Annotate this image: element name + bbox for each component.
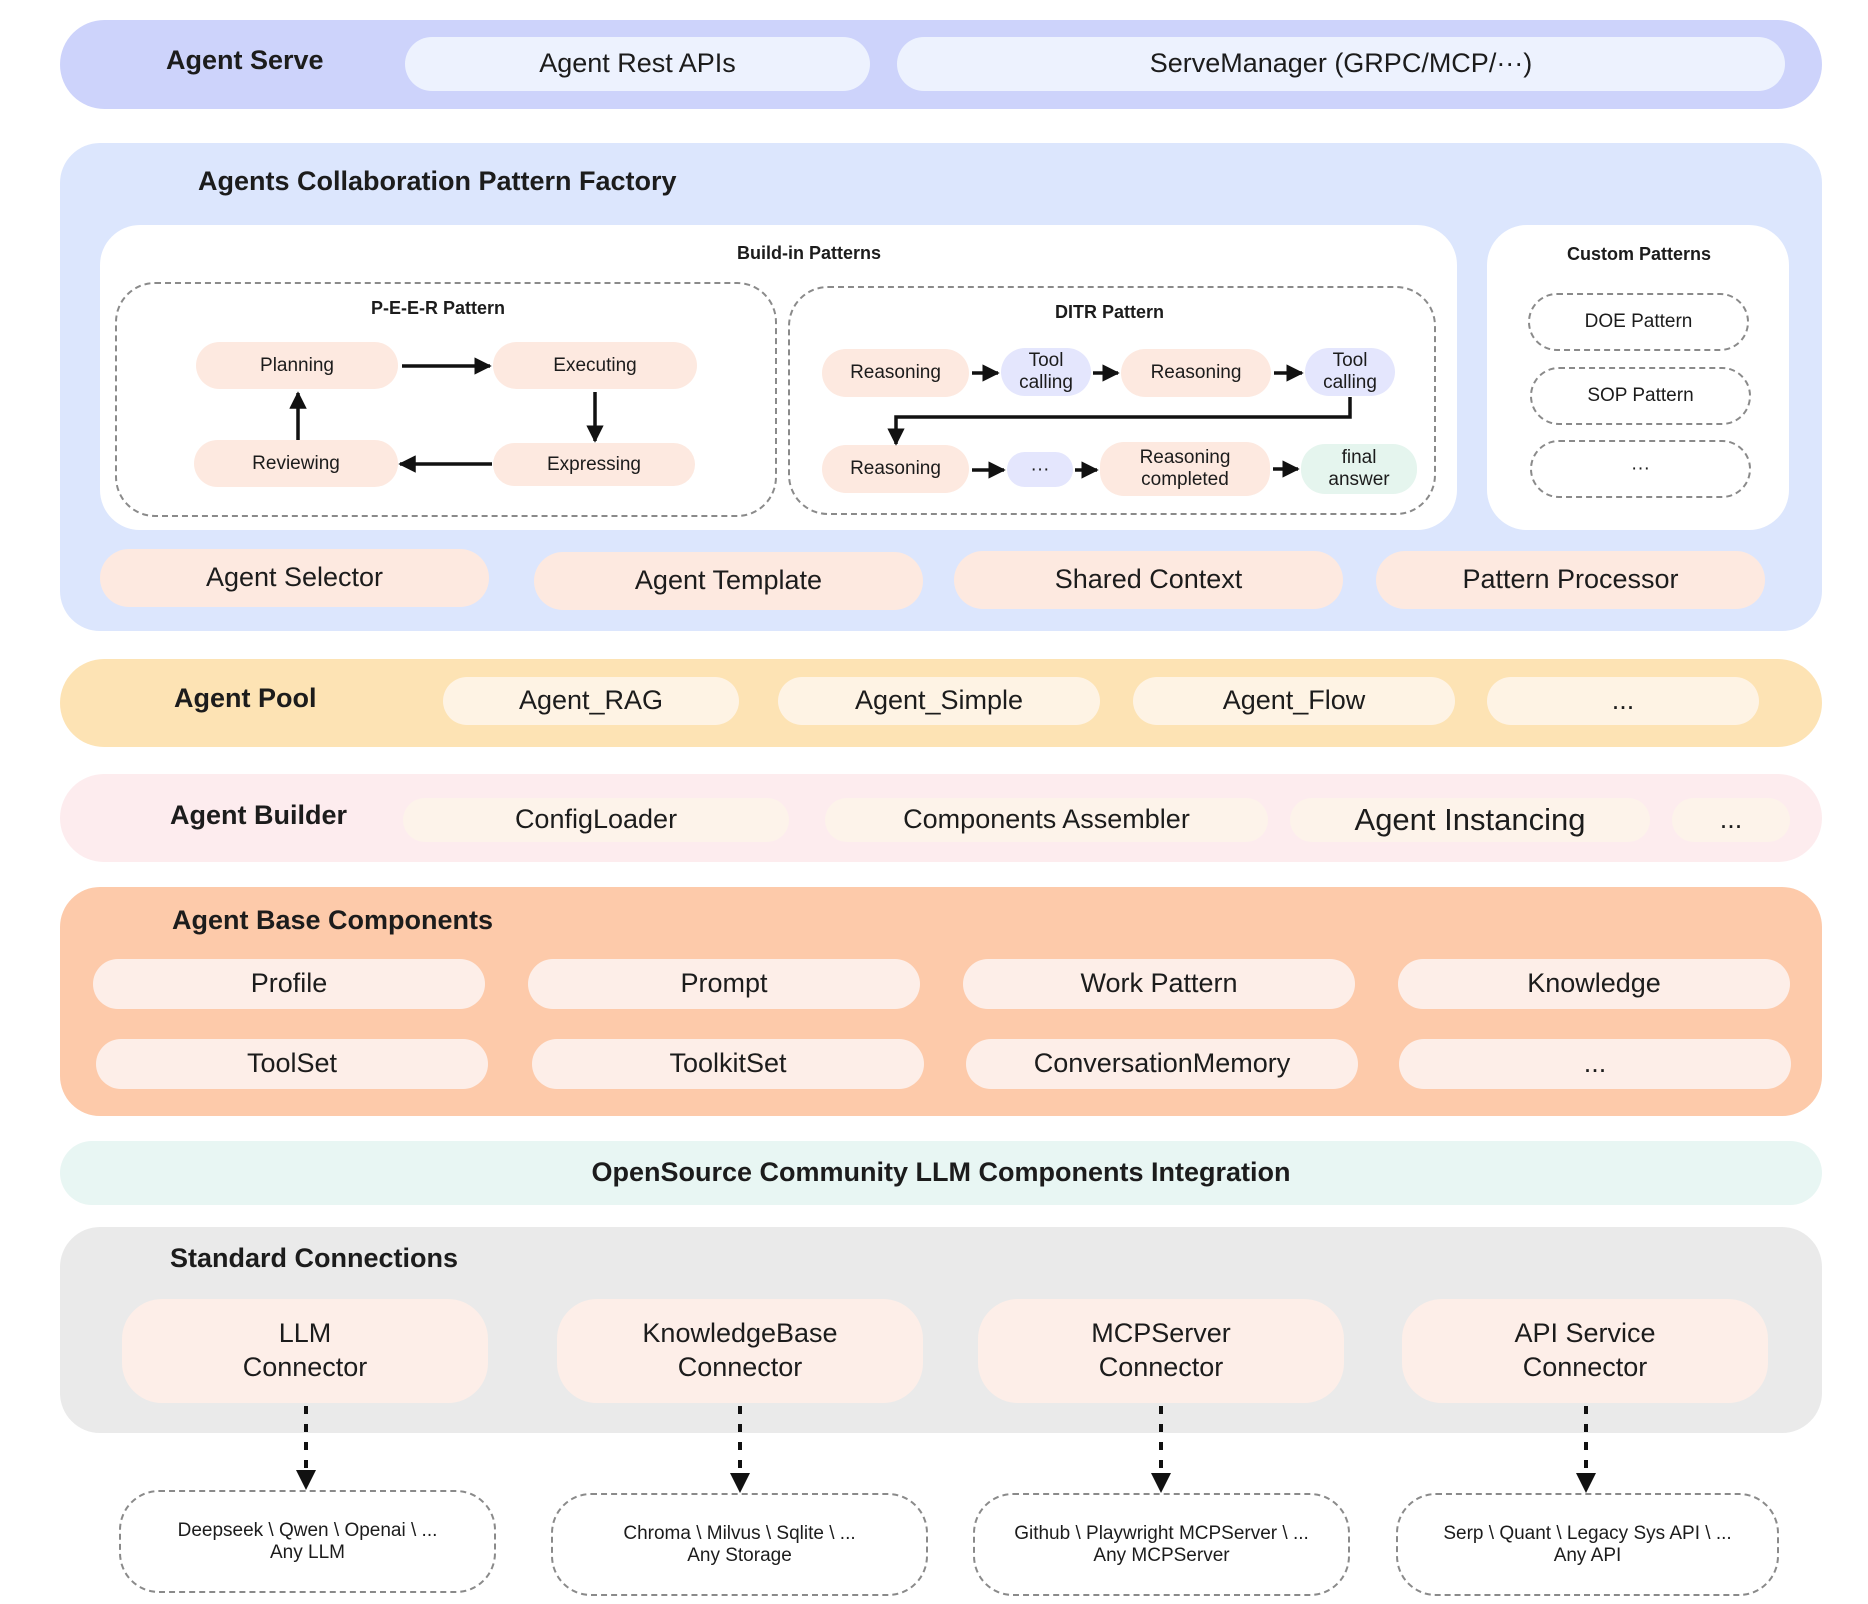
agent-serve-title: Agent Serve	[166, 45, 324, 75]
config-loader: ConfigLoader	[403, 798, 789, 842]
prompt-component: Prompt	[528, 959, 920, 1009]
ditr-tool-calling-node-2: Tool calling	[1305, 348, 1395, 396]
api-targets: Serp \ Quant \ Legacy Sys API \ ... Any …	[1396, 1493, 1779, 1596]
mcpserver-targets: Github \ Playwright MCPServer \ ... Any …	[973, 1493, 1350, 1596]
knowledgebase-connector: KnowledgeBase Connector	[557, 1299, 923, 1403]
custom-patterns-title: Custom Patterns	[1567, 244, 1712, 264]
peer-pattern-box	[115, 282, 777, 517]
pattern-processor: Pattern Processor	[1376, 551, 1765, 609]
base-components-title: Agent Base Components	[172, 905, 494, 935]
buildin-patterns-title: Build-in Patterns	[737, 243, 882, 263]
pattern-factory-title: Agents Collaboration Pattern Factory	[198, 166, 677, 196]
conversation-memory-component: ConversationMemory	[966, 1039, 1358, 1089]
ditr-reasoning-node-3: Reasoning	[822, 445, 969, 493]
agent-builder-title: Agent Builder	[170, 800, 348, 830]
knowledge-component: Knowledge	[1398, 959, 1790, 1009]
mcpserver-connector: MCPServer Connector	[978, 1299, 1344, 1403]
agent-instancing: Agent Instancing	[1290, 798, 1650, 842]
llm-targets: Deepseek \ Qwen \ Openai \ ... Any LLM	[119, 1490, 496, 1593]
ditr-reasoning-node-2: Reasoning	[1121, 349, 1271, 397]
work-pattern-component: Work Pattern	[963, 959, 1355, 1009]
ditr-ellipsis-node: ···	[1007, 452, 1073, 487]
profile-component: Profile	[93, 959, 485, 1009]
agent-pool-more: ...	[1487, 677, 1759, 725]
doe-pattern-item: DOE Pattern	[1528, 293, 1749, 351]
storage-targets: Chroma \ Milvus \ Sqlite \ ... Any Stora…	[551, 1493, 928, 1596]
agent-template: Agent Template	[534, 552, 923, 610]
ditr-reasoning-completed-node: Reasoning completed	[1100, 442, 1270, 496]
ditr-tool-calling-node-1: Tool calling	[1001, 348, 1091, 396]
peer-executing-node: Executing	[493, 342, 697, 389]
custom-pattern-more-item: ···	[1530, 440, 1751, 498]
shared-context: Shared Context	[954, 551, 1343, 609]
components-assembler: Components Assembler	[825, 798, 1268, 842]
peer-planning-node: Planning	[196, 342, 398, 389]
ditr-reasoning-node-1: Reasoning	[822, 349, 969, 397]
agent-pool-title: Agent Pool	[174, 683, 317, 713]
agent-rag: Agent_RAG	[443, 677, 739, 725]
peer-expressing-node: Expressing	[493, 443, 695, 486]
toolkitset-component: ToolkitSet	[532, 1039, 924, 1089]
ditr-pattern-box	[788, 286, 1436, 515]
base-components-more: ...	[1399, 1039, 1791, 1089]
ditr-final-answer-node: final answer	[1301, 444, 1417, 494]
agent-flow: Agent_Flow	[1133, 677, 1455, 725]
opensource-integration-layer: OpenSource Community LLM Components Inte…	[60, 1141, 1822, 1205]
sop-pattern-item: SOP Pattern	[1530, 367, 1751, 425]
agent-builder-more: ...	[1672, 798, 1790, 842]
standard-connections-title: Standard Connections	[170, 1243, 459, 1273]
ditr-pattern-title: DITR Pattern	[1055, 302, 1165, 322]
toolset-component: ToolSet	[96, 1039, 488, 1089]
serve-manager: ServeManager (GRPC/MCP/···)	[897, 37, 1785, 91]
api-service-connector: API Service Connector	[1402, 1299, 1768, 1403]
peer-pattern-title: P-E-E-R Pattern	[371, 298, 506, 318]
agent-simple: Agent_Simple	[778, 677, 1100, 725]
peer-reviewing-node: Reviewing	[194, 440, 398, 487]
agent-selector: Agent Selector	[100, 549, 489, 607]
agent-rest-apis: Agent Rest APIs	[405, 37, 870, 91]
llm-connector: LLM Connector	[122, 1299, 488, 1403]
